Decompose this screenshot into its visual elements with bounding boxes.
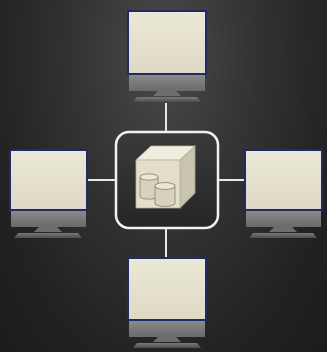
monitor-stand-bottom — [129, 321, 205, 337]
database-cylinder-icon — [154, 182, 176, 207]
computer-bottom — [127, 257, 207, 348]
monitor-screen-right — [244, 149, 323, 211]
monitor-foot-bottom — [133, 343, 201, 348]
monitor-base-left — [34, 227, 62, 232]
monitor-foot-left — [14, 233, 82, 238]
monitor-screen-bottom — [127, 257, 207, 321]
monitor-foot-top — [133, 97, 201, 102]
database-cylinder-icon — [139, 173, 159, 200]
computer-top — [127, 10, 207, 102]
monitor-screen-left — [9, 149, 88, 211]
monitor-base-top — [153, 91, 181, 96]
monitor-screen-top — [127, 10, 207, 75]
monitor-base-right — [269, 227, 297, 232]
monitor-stand-top — [129, 75, 205, 91]
monitor-stand-right — [246, 211, 321, 227]
computer-right — [244, 149, 323, 238]
monitor-base-bottom — [153, 337, 181, 342]
database-hub — [114, 130, 220, 230]
computer-left — [9, 149, 88, 238]
monitor-foot-right — [249, 233, 317, 238]
connector-lines — [87, 103, 245, 257]
monitor-stand-left — [11, 211, 86, 227]
database-server-icon — [134, 145, 197, 209]
